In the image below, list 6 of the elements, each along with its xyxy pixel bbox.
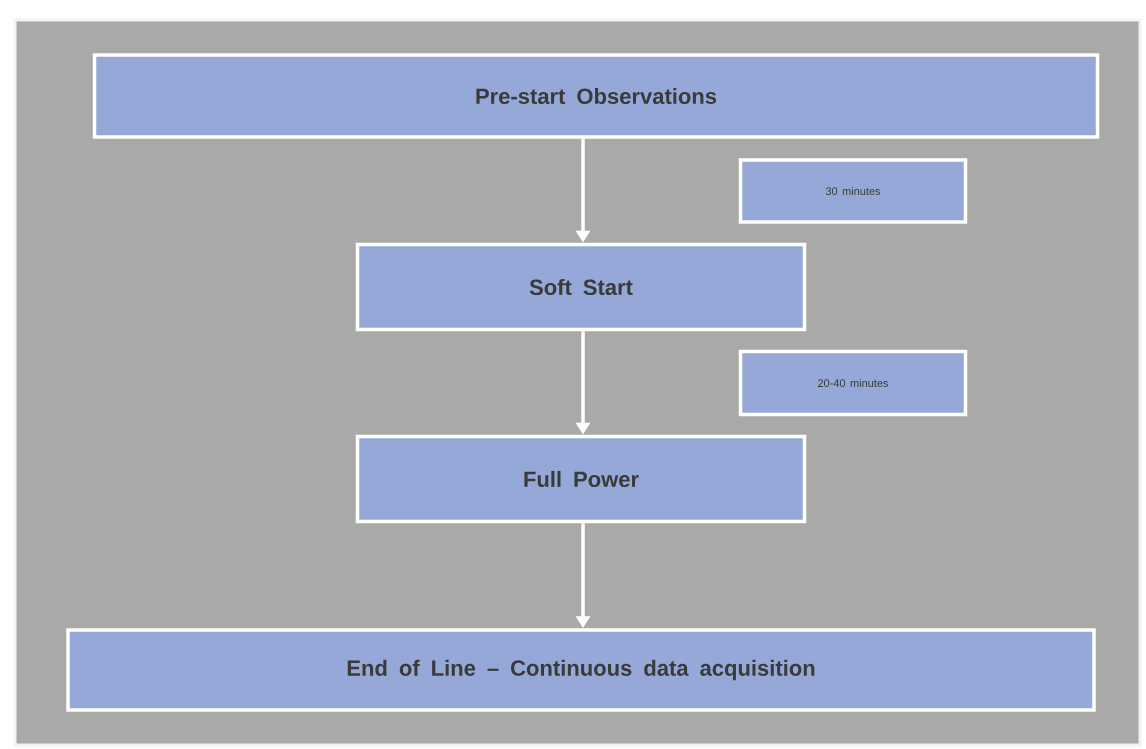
duration-box: 20-40 minutes — [738, 349, 968, 417]
process-box: Full Power — [355, 434, 807, 524]
process-box: End of Line – Continuous data acquisition — [66, 628, 1096, 712]
process-box: Pre-start Observations — [92, 53, 1100, 139]
duration-box: 30 minutes — [738, 158, 968, 224]
process-box: Soft Start — [355, 242, 807, 332]
